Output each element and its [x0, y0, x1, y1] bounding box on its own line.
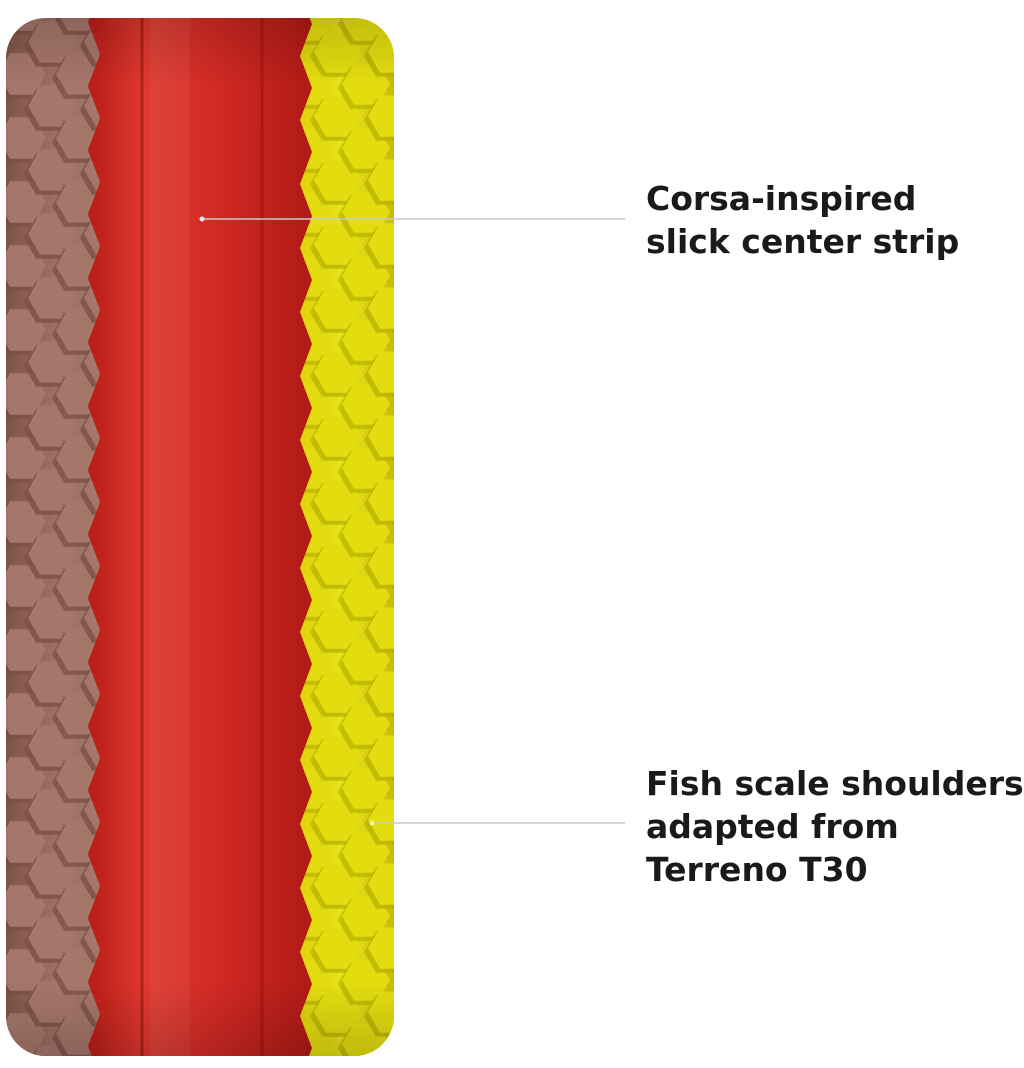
center-strip-callout-line-1: Corsa-inspired	[646, 179, 917, 218]
tire-body	[6, 18, 412, 1068]
scale-shadow	[364, 1059, 412, 1068]
shoulders-callout-line-2: adapted from	[646, 806, 899, 846]
scale-shadow	[310, 1059, 358, 1068]
shoulder-leader-dot	[369, 820, 375, 826]
shoulders-callout: Fish scale shoulders adapted from Terren…	[646, 763, 1024, 892]
scale-block	[314, 1055, 362, 1056]
scale-block	[368, 1055, 394, 1056]
shoulders-callout-line-3: Terreno T30	[646, 849, 868, 889]
center-strip-callout-line-2: slick center strip	[646, 221, 960, 261]
center-strip-callout: Corsa-inspired slick center strip	[646, 178, 959, 264]
shoulders-callout-line-1: Fish scale shoulders	[646, 764, 1024, 803]
center-strip-leader-dot	[199, 216, 205, 222]
tire-shading	[6, 18, 394, 1056]
